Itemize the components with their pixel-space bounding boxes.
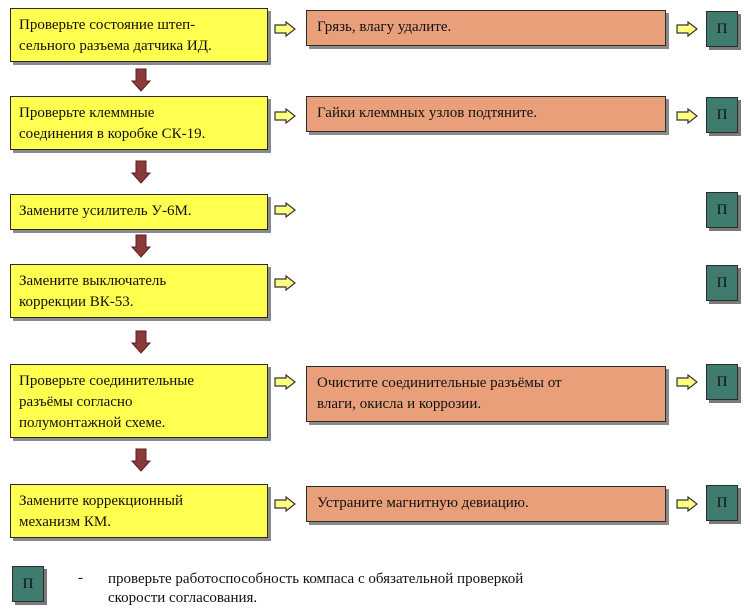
arrow-down-icon	[131, 330, 151, 354]
check-box-5: Проверьте соединительные разъёмы согласн…	[10, 364, 268, 438]
action-box-6: Устраните магнитную девиацию.	[306, 486, 666, 522]
legend-dash: -	[78, 570, 83, 586]
action-box-2: Гайки клеммных узлов подтяните.	[306, 96, 666, 132]
check-box-1: Проверьте состояние штеп- сельного разъе…	[10, 8, 268, 62]
p-box-5: П	[706, 364, 738, 400]
check-box-4: Замените выключатель коррекции ВК-53.	[10, 264, 268, 318]
p-box-2: П	[706, 97, 738, 133]
arrow-right-icon	[274, 275, 296, 291]
legend-text: проверьте работоспособность компаса с об…	[108, 571, 524, 606]
arrow-right-icon	[274, 202, 296, 218]
arrow-down-icon	[131, 448, 151, 472]
check-box-3: Замените усилитель У-6М.	[10, 194, 268, 230]
p-box-6: П	[706, 485, 738, 521]
p-box-1: П	[706, 11, 738, 47]
arrow-right-icon	[274, 108, 296, 124]
arrow-right-icon	[676, 108, 698, 124]
arrow-right-icon	[274, 21, 296, 37]
arrow-right-icon	[274, 496, 296, 512]
arrow-right-icon	[676, 21, 698, 37]
check-box-6: Замените коррекционный механизм КМ.	[10, 484, 268, 538]
legend-p-box: П	[12, 566, 44, 602]
p-box-3: П	[706, 192, 738, 228]
arrow-right-icon	[676, 374, 698, 390]
action-box-1: Грязь, влагу удалите.	[306, 10, 666, 46]
p-box-4: П	[706, 265, 738, 301]
arrow-right-icon	[274, 374, 296, 390]
action-box-5: Очистите соединительные разъёмы от влаги…	[306, 366, 666, 422]
arrow-down-icon	[131, 68, 151, 92]
arrow-down-icon	[131, 234, 151, 258]
arrow-down-icon	[131, 160, 151, 184]
arrow-right-icon	[676, 496, 698, 512]
check-box-2: Проверьте клеммные соединения в коробке …	[10, 96, 268, 150]
